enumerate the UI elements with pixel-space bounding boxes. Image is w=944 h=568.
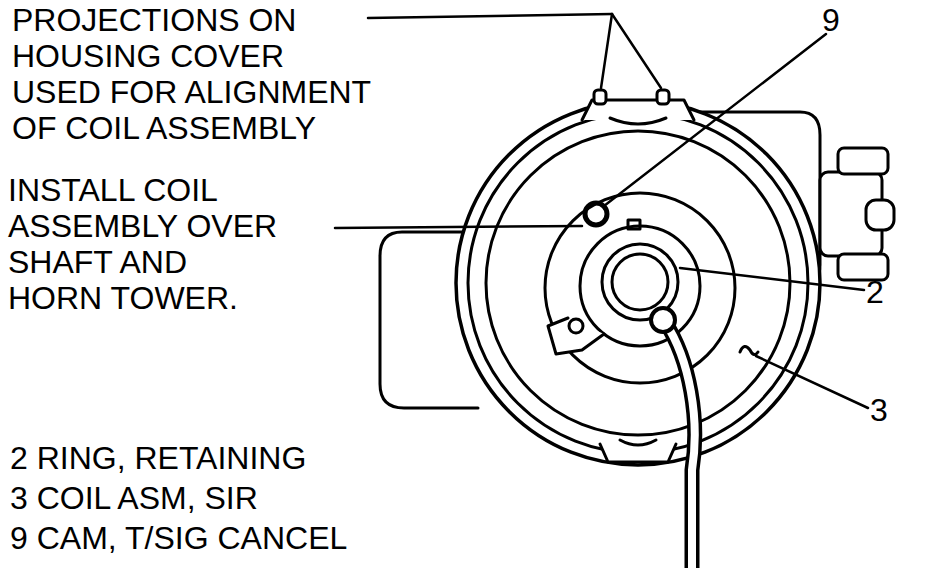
alignment-note: PROJECTIONS ON HOUSING COVER USED FOR AL… [12, 2, 377, 146]
callout-number: 9 [822, 2, 840, 38]
callout-number: 3 [870, 392, 888, 428]
legend-line: 2 RING, RETAINING [10, 440, 306, 476]
legend-line: 3 COIL ASM, SIR [10, 480, 258, 516]
install-note: INSTALL COIL ASSEMBLY OVER SHAFT AND HOR… [8, 172, 286, 316]
callout-number: 2 [866, 274, 884, 310]
legend-line: 9 CAM, T/SIG CANCEL [10, 520, 347, 556]
